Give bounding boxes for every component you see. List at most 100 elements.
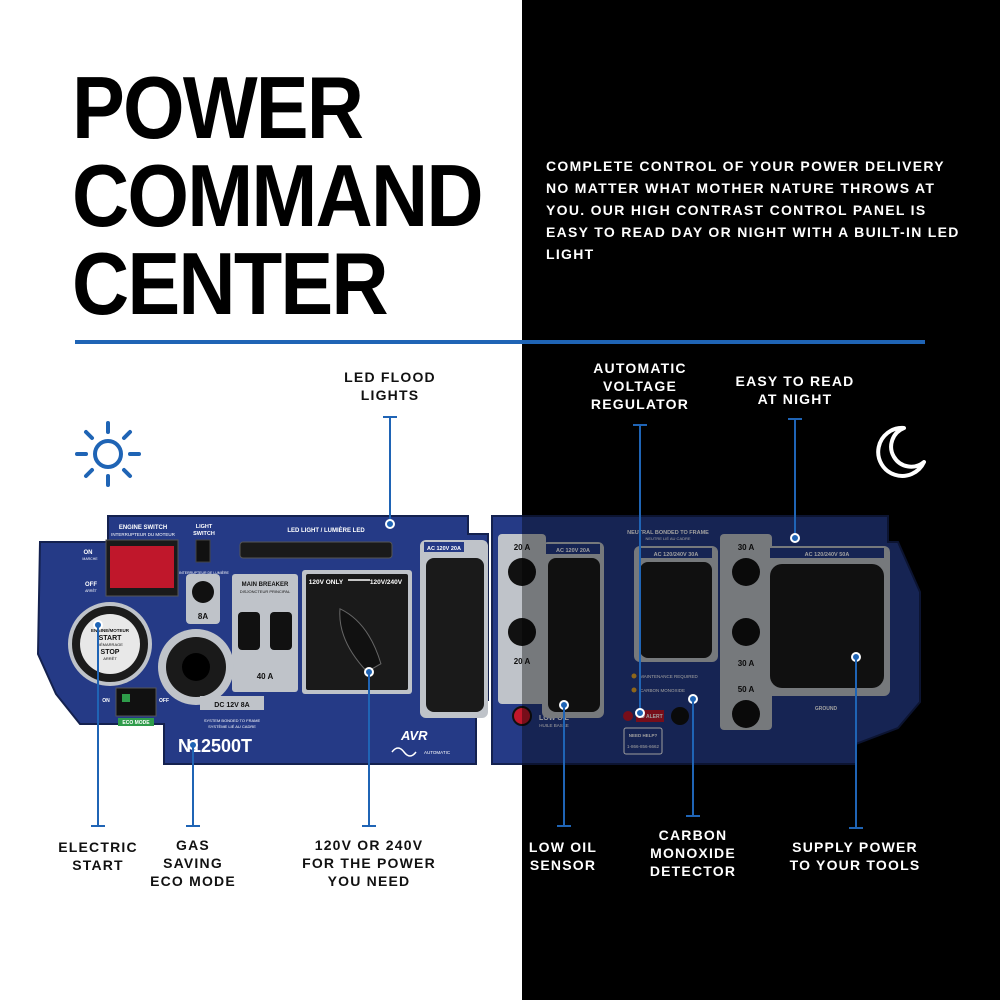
section-divider <box>75 340 925 344</box>
engine-switch-label: ENGINE SWITCH <box>119 525 167 531</box>
callout-dot-led <box>385 519 395 529</box>
callout-line-oil <box>563 705 565 825</box>
callout-cap <box>186 825 200 827</box>
svg-text:30 A: 30 A <box>738 659 755 668</box>
svg-text:ARRÊT: ARRÊT <box>85 588 98 593</box>
label-electric-start: ELECTRIC START <box>58 839 138 873</box>
breaker-30a-2 <box>732 618 760 646</box>
control-panel: ENGINE SWITCH INTERRUPTEUR DU MOTEUR ON … <box>36 515 921 765</box>
svg-text:LED LIGHT / LUMIÈRE LED: LED LIGHT / LUMIÈRE LED <box>287 526 365 534</box>
svg-text:30 A: 30 A <box>738 543 755 552</box>
svg-text:AUTOMATIC: AUTOMATIC <box>424 750 451 755</box>
title-line-3: CENTER <box>72 234 389 333</box>
label-co-detector: CARBON MONOXIDE DETECTOR <box>649 827 737 879</box>
svg-text:ENGINE/MOTEUR: ENGINE/MOTEUR <box>91 628 130 633</box>
callout-cap <box>91 825 105 827</box>
svg-text:NEUTRAL BONDED TO FRAME: NEUTRAL BONDED TO FRAME <box>627 530 709 536</box>
svg-text:20 A: 20 A <box>514 543 531 552</box>
voltage-selector-knob <box>339 608 382 673</box>
svg-text:DÉMARRAGE: DÉMARRAGE <box>97 642 123 647</box>
svg-text:AC 120V 20A: AC 120V 20A <box>427 546 461 552</box>
svg-text:120V/240V: 120V/240V <box>370 579 403 586</box>
callout-line-co <box>692 699 694 815</box>
breaker-20a-2 <box>508 618 536 646</box>
led-light-bar <box>239 541 393 559</box>
label-led-flood: LED FLOOD LIGHTS <box>344 369 436 403</box>
sun-icon <box>75 421 141 487</box>
moon-icon <box>876 425 926 478</box>
svg-text:SYSTEM BONDED TO FRAME: SYSTEM BONDED TO FRAME <box>204 718 261 723</box>
svg-text:AC 120V 20A: AC 120V 20A <box>556 548 590 554</box>
label-easy-read: EASY TO READ AT NIGHT <box>735 373 855 407</box>
outlet-20a-left <box>426 558 484 712</box>
svg-text:INTERRUPTEUR DE LUMIÈRE: INTERRUPTEUR DE LUMIÈRE <box>179 570 229 575</box>
svg-text:NEUTRE LIÉ AU CADRE: NEUTRE LIÉ AU CADRE <box>645 536 690 541</box>
svg-text:8A: 8A <box>198 612 208 621</box>
svg-text:HUILE BASSE: HUILE BASSE <box>539 723 569 728</box>
callout-cap <box>557 825 571 827</box>
svg-text:ARRÊT: ARRÊT <box>103 656 117 661</box>
avr-logo: AVR <box>400 728 428 743</box>
svg-text:LIGHT: LIGHT <box>196 524 213 530</box>
callout-line-voltage <box>368 672 370 825</box>
light-switch <box>195 539 211 563</box>
svg-text:OFF: OFF <box>85 582 97 588</box>
svg-text:ECO MODE: ECO MODE <box>122 720 150 726</box>
co-alert-light <box>623 711 633 721</box>
svg-text:MAIN BREAKER: MAIN BREAKER <box>242 582 289 588</box>
callout-cap <box>362 825 376 827</box>
svg-text:MARCHE: MARCHE <box>82 557 98 561</box>
svg-text:CO ALERT: CO ALERT <box>637 714 662 720</box>
svg-text:ON: ON <box>102 698 110 704</box>
svg-text:NEED HELP?: NEED HELP? <box>629 733 658 738</box>
callout-line-start <box>97 625 99 825</box>
callout-line-led <box>389 416 391 524</box>
svg-text:CARBON MONOXIDE: CARBON MONOXIDE <box>640 688 685 693</box>
breaker-30a-1 <box>732 558 760 586</box>
outlet-50a <box>770 564 884 688</box>
svg-text:MAINTENANCE REQUIRED: MAINTENANCE REQUIRED <box>640 674 699 679</box>
day-background <box>0 0 522 1000</box>
svg-text:DISJONCTEUR PRINCIPAL: DISJONCTEUR PRINCIPAL <box>240 589 291 594</box>
low-oil-light <box>512 706 532 726</box>
svg-text:120V ONLY: 120V ONLY <box>309 579 344 586</box>
svg-text:1-866-856-6662: 1-866-856-6662 <box>627 744 660 749</box>
label-supply-power: SUPPLY POWER TO YOUR TOOLS <box>789 839 921 873</box>
label-low-oil: LOW OIL SENSOR <box>528 839 598 873</box>
svg-text:SWITCH: SWITCH <box>193 531 215 537</box>
svg-text:40 A: 40 A <box>257 672 274 681</box>
title-line-1: POWER <box>72 58 364 157</box>
svg-text:50 A: 50 A <box>738 685 755 694</box>
svg-text:OFF: OFF <box>159 698 169 704</box>
callout-line-night <box>794 418 796 538</box>
svg-text:GROUND: GROUND <box>815 706 838 712</box>
breaker-8a <box>192 581 214 603</box>
callout-cap <box>849 827 863 829</box>
callout-dot-night <box>790 533 800 543</box>
outlet-30a <box>640 562 712 658</box>
co-sensor <box>671 707 689 725</box>
svg-text:20 A: 20 A <box>514 657 531 666</box>
callout-cap <box>686 815 700 817</box>
svg-text:SYSTÈME LIÉ AU CADRE: SYSTÈME LIÉ AU CADRE <box>208 724 256 729</box>
breaker-20a-1 <box>508 558 536 586</box>
callout-line-supply <box>855 657 857 827</box>
svg-text:STOP: STOP <box>101 649 120 656</box>
night-background <box>522 0 1000 1000</box>
label-voltage: 120V OR 240V FOR THE POWER YOU NEED <box>302 837 436 889</box>
title-line-2: COMMAND <box>72 146 484 245</box>
callout-line-avr <box>639 424 641 710</box>
label-eco-mode: GAS SAVING ECO MODE <box>150 837 236 889</box>
outlet-20a-center <box>548 558 600 712</box>
label-avr: AUTOMATIC VOLTAGE REGULATOR <box>590 360 690 412</box>
main-breaker-switch-1 <box>238 612 260 650</box>
svg-text:START: START <box>99 635 123 642</box>
callout-line-eco <box>192 745 194 825</box>
svg-text:DC 12V 8A: DC 12V 8A <box>214 702 249 709</box>
callout-dot-avr <box>635 708 645 718</box>
intro-text: COMPLETE CONTROL OF YOUR POWER DELIVERY … <box>546 158 960 262</box>
breaker-50a <box>732 700 760 728</box>
page-title: POWER COMMAND CENTER <box>72 58 484 333</box>
svg-text:LOW OIL: LOW OIL <box>539 715 570 722</box>
engine-switch-label-fr: INTERRUPTEUR DU MOTEUR <box>111 532 175 537</box>
